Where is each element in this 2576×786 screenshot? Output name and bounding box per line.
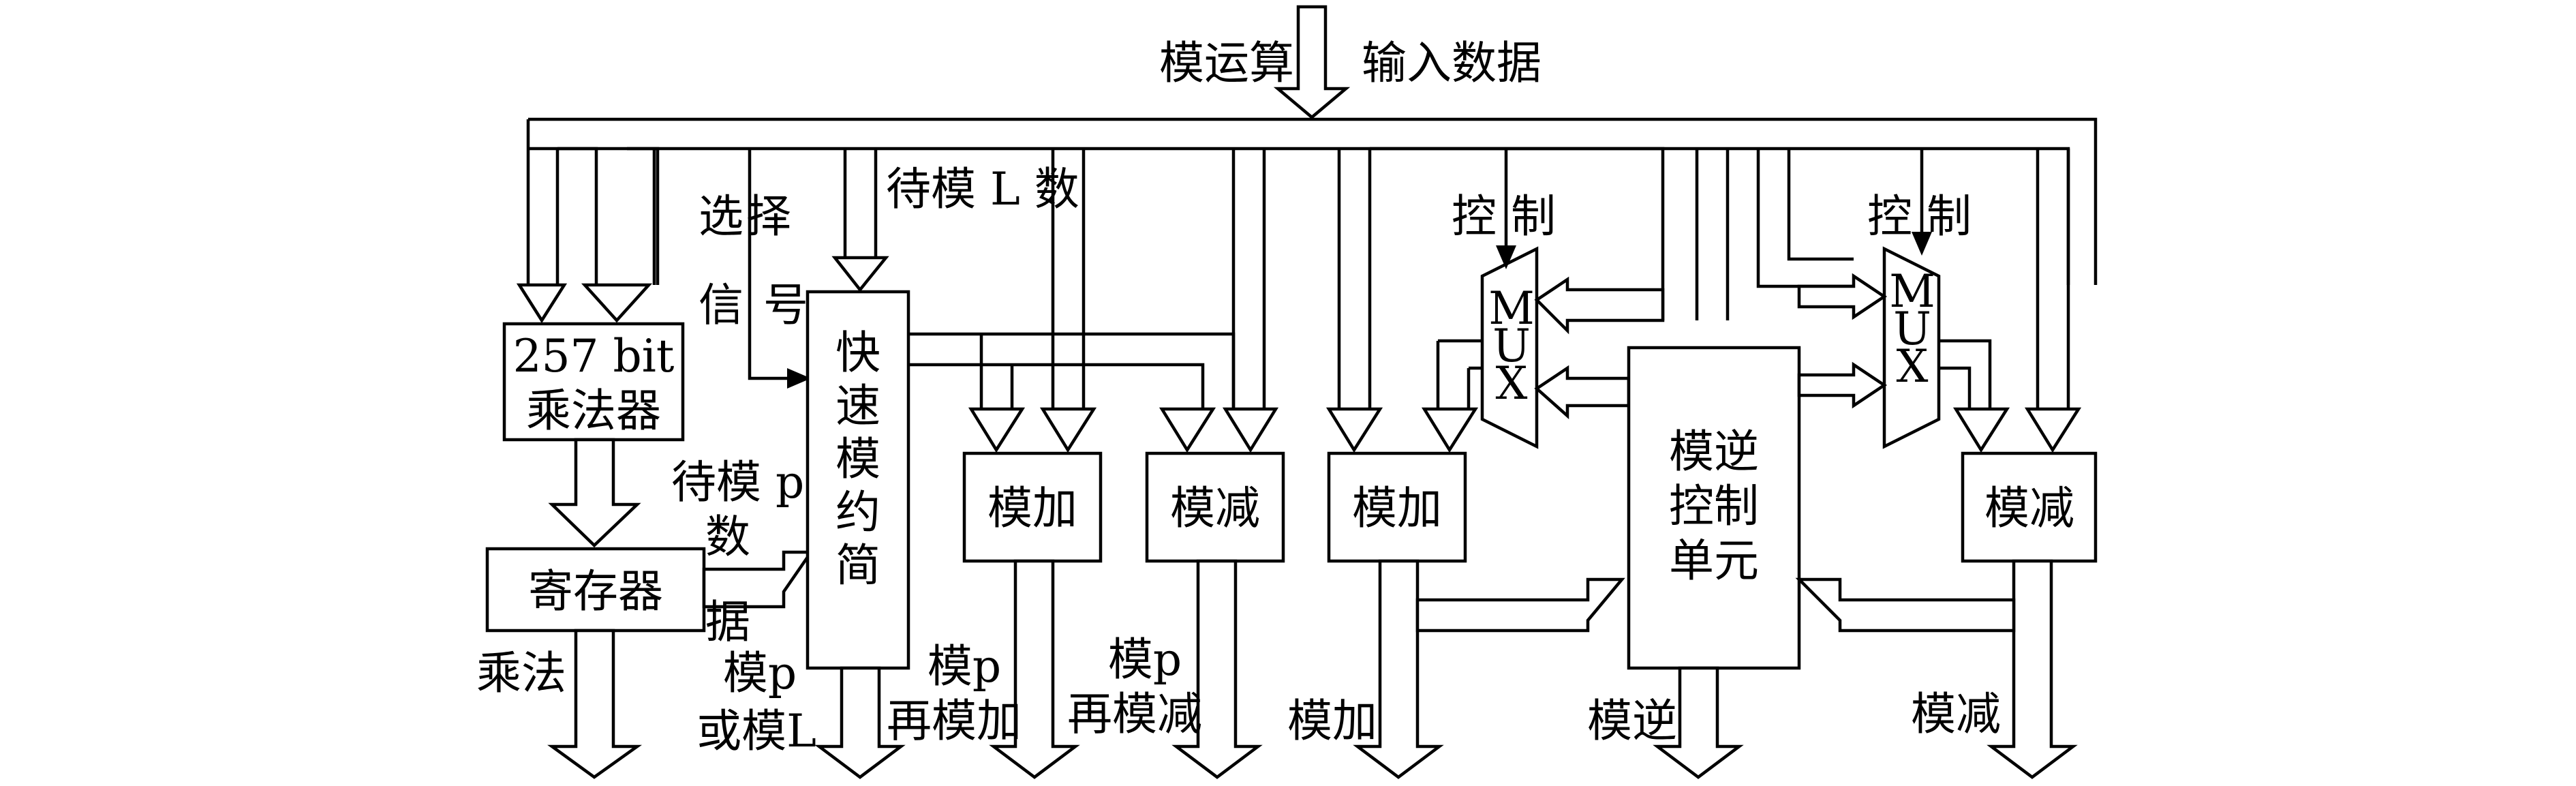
out-readd-label-1: 模p — [927, 640, 1001, 693]
reduce-char-1: 快 — [835, 327, 880, 379]
mod-sub-2-output-arrow — [1987, 559, 2078, 779]
signal-label-2: 号 — [763, 279, 808, 331]
mult-output-arrow — [547, 629, 643, 779]
multiplier-label-1: 257 bit — [513, 330, 675, 382]
register-block: 寄存器 — [485, 547, 706, 633]
top-data-label: 输入数据 — [1362, 37, 1542, 89]
top-op-label: 模运算 — [1159, 37, 1294, 89]
mod-sub-2-label: 模减 — [1984, 482, 2074, 534]
input-arrow — [1273, 5, 1351, 119]
wait-mod-p-label-3: 据 — [705, 596, 750, 648]
mod-sub-2-block: 模减 — [1961, 451, 2098, 563]
mux-right-m: M — [1889, 265, 1935, 318]
mux-left-arrow-bottom — [1534, 365, 1631, 420]
control-label-left: 控 制 — [1452, 190, 1556, 243]
add-to-inv-arrow — [1415, 577, 1625, 633]
reduce-char-3: 模 — [835, 433, 880, 485]
sub-to-inv-arrow — [1795, 577, 2016, 633]
multiplier-label-2: 乘法器 — [526, 384, 661, 437]
input-data-bus — [526, 5, 2098, 285]
out-inv-label: 模逆 — [1587, 695, 1677, 747]
out-sub-label: 模减 — [1911, 688, 2001, 740]
inv-ctrl-label-1: 模逆 — [1669, 425, 1759, 478]
control-label-right: 控 制 — [1867, 190, 1972, 243]
mod-add-1-output-arrow — [989, 559, 1080, 779]
register-label: 寄存器 — [528, 565, 663, 618]
reduce-char-5: 简 — [835, 539, 880, 592]
mod-sub-1-output-arrow — [1171, 559, 1263, 779]
fast-reduce-block: 快 速 模 约 简 — [806, 290, 910, 670]
inverse-control-block: 模逆 控制 单元 — [1627, 346, 1801, 670]
reduce-char-2: 速 — [835, 380, 880, 432]
mux-right-arrow-bottom — [1797, 361, 1888, 409]
mux-right-u: U — [1893, 303, 1931, 355]
reg-to-reduce-arrow — [702, 550, 814, 609]
reduce-char-4: 约 — [835, 486, 880, 539]
mod-add-2-block: 模加 — [1327, 451, 1467, 563]
out-readd-label-2: 再模加 — [887, 695, 1022, 747]
mux-left-u: U — [1492, 320, 1531, 372]
mux-right: M U X — [1882, 246, 1941, 449]
out-add-label: 模加 — [1287, 695, 1377, 747]
mux-left-m: M — [1488, 282, 1535, 335]
mux-left: M U X — [1480, 246, 1539, 449]
mult-to-reg-arrow — [548, 438, 641, 548]
wait-mod-p-label-1: 待模 p — [671, 456, 804, 509]
mod-add-1-block: 模加 — [962, 451, 1103, 563]
out-resub-label-2: 再模减 — [1067, 688, 1202, 740]
mod-sub-1-block: 模减 — [1145, 451, 1285, 563]
bus-drops — [516, 147, 2070, 409]
out-resub-label-1: 模p — [1108, 633, 1182, 686]
mod-add-2-output-arrow — [1353, 559, 1444, 779]
wait-mod-L-label: 待模 L 数 — [886, 163, 1079, 215]
mod-add-2-label: 模加 — [1352, 482, 1442, 534]
out-modp-label-1: 模p — [723, 647, 797, 699]
mod-add-1-label: 模加 — [987, 482, 1077, 534]
inv-output-arrow — [1653, 666, 1744, 779]
inv-ctrl-label-2: 控制 — [1669, 480, 1759, 532]
wait-mod-p-label-2: 数 — [705, 511, 750, 563]
select-label-1: 选 — [699, 190, 743, 243]
out-mult-label: 乘法 — [476, 647, 566, 699]
multiplier-block: 257 bit 乘法器 — [502, 322, 685, 442]
mux-left-x: X — [1496, 357, 1528, 410]
mux-right-arrow-top — [1797, 273, 1888, 320]
inv-ctrl-label-3: 单元 — [1669, 534, 1759, 587]
mux-left-arrow-top — [1534, 276, 1665, 335]
out-modp-label-2: 或模L — [696, 705, 816, 757]
select-label-2: 择 — [746, 190, 791, 243]
signal-label-1: 信 — [699, 279, 743, 331]
mod-sub-1-label: 模减 — [1170, 482, 1260, 534]
reduce-output-arrow — [814, 666, 906, 779]
mux-right-x: X — [1897, 340, 1929, 393]
